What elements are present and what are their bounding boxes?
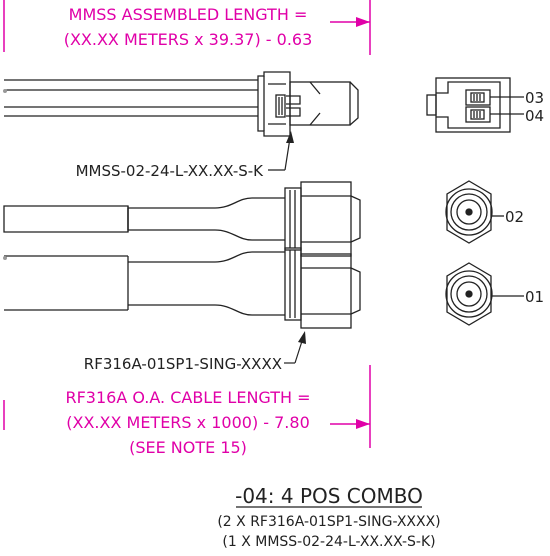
rf-cable-lower (4, 251, 285, 316)
sma-connector-lower (284, 247, 361, 329)
cable-end-dot-lower (3, 256, 7, 260)
mmss-part-number: MMSS-02-24-L-XX.XX-S-K (76, 162, 265, 180)
combo-detail-line2: (1 X MMSS-02-24-L-XX.XX-S-K) (222, 534, 435, 550)
cable-end-dot (3, 89, 7, 93)
sma-end-view-01 (445, 262, 524, 326)
rf-cable-upper (3, 197, 285, 241)
rf-length-formula-line1: RF316A O.A. CABLE LENGTH = (65, 388, 310, 407)
sma-end-view-02 (445, 180, 504, 244)
pin-label-01: 01 (525, 288, 544, 306)
pin-label-03: 03 (525, 89, 544, 107)
mmss-connector-side-view (257, 71, 359, 137)
rf-leader-arrowhead (298, 331, 306, 344)
combo-title-block: -04: 4 POS COMBO (2 X RF316A-01SP1-SING-… (217, 484, 440, 550)
rf-part-number: RF316A-01SP1-SING-XXXX (84, 355, 282, 373)
mmss-connector-end-view (426, 77, 524, 133)
combo-title: -04: 4 POS COMBO (235, 484, 423, 508)
sma-connector-upper (284, 181, 361, 257)
leader-arrowhead (286, 131, 294, 143)
rf-length-dimension: RF316A O.A. CABLE LENGTH = (XX.XX METERS… (3, 365, 371, 457)
mmss-part-leader (268, 137, 291, 171)
arrowhead-right-lower (356, 419, 370, 429)
pin-label-02: 02 (505, 208, 524, 226)
mmss-length-dimension: MMSS ASSEMBLED LENGTH = (XX.XX METERS x … (3, 0, 371, 55)
mmss-length-formula-line1: MMSS ASSEMBLED LENGTH = (69, 5, 308, 24)
mmss-length-formula-line2: (XX.XX METERS x 39.37) - 0.63 (64, 30, 313, 49)
pin-label-04: 04 (525, 107, 544, 125)
combo-detail-line1: (2 X RF316A-01SP1-SING-XXXX) (217, 514, 440, 530)
rf-length-note: (SEE NOTE 15) (129, 438, 247, 457)
mmss-cable (4, 79, 258, 117)
rf-length-formula-line2: (XX.XX METERS x 1000) - 7.80 (66, 413, 310, 432)
arrowhead-right (356, 17, 370, 27)
